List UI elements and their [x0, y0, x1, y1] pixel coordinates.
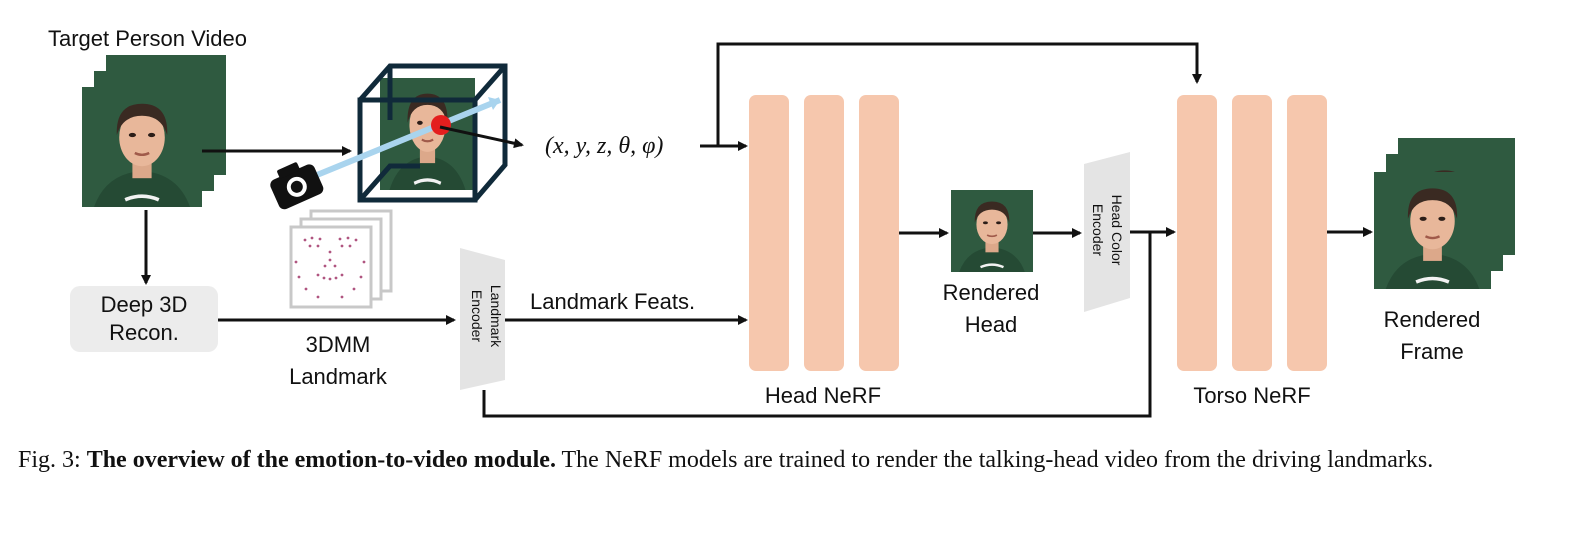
- head-nerf-label: Head NeRF: [765, 383, 881, 408]
- landmark-encoder-label-line1: Landmark: [488, 285, 504, 348]
- caption-title: The overview of the emotion-to-video mod…: [86, 447, 556, 473]
- deep3d-label-line1: Deep 3D: [101, 292, 188, 317]
- 3dmm-label-line1: 3DMM: [306, 332, 371, 357]
- landmark-encoder-label-line2: Encoder: [469, 290, 485, 342]
- rendered-head-label-line1: Rendered: [943, 280, 1040, 305]
- rendered-frame-front: [1372, 170, 1493, 291]
- caption-body: The NeRF models are trained to render th…: [555, 447, 1434, 473]
- rendered-head-label-line2: Head: [965, 312, 1018, 337]
- video-frame-front: [80, 85, 204, 209]
- cube-face-image: [378, 76, 477, 192]
- rendered-frame-label-line2: Frame: [1400, 339, 1464, 364]
- landmark-feats-label: Landmark Feats.: [530, 289, 695, 314]
- head-color-encoder-label-line1: Head Color: [1109, 195, 1125, 266]
- 3dmm-label-line2: Landmark: [289, 364, 388, 389]
- target-video-stack: [80, 53, 228, 209]
- head-color-encoder-label-line2: Encoder: [1090, 204, 1106, 256]
- rendered-frame-label-line1: Rendered: [1384, 307, 1481, 332]
- emotion-to-video-diagram: Target Person Video (x, y, z, θ, φ) Deep…: [48, 26, 1517, 418]
- ray-sampling-cube: [293, 63, 508, 203]
- caption-prefix: Fig. 3:: [18, 447, 87, 473]
- deep-3d-recon-box: [70, 286, 218, 352]
- deep3d-label-line2: Recon.: [109, 320, 179, 345]
- rendered-frame-stack: [1372, 136, 1517, 291]
- target-video-label: Target Person Video: [48, 26, 247, 51]
- head-color-encoder: [1084, 152, 1130, 312]
- landmark-scatter: [289, 209, 393, 309]
- torso-nerf-label: Torso NeRF: [1193, 383, 1310, 408]
- ray-coordinates-label: (x, y, z, θ, φ): [545, 133, 663, 159]
- sample-point: [431, 115, 451, 135]
- landmark-encoder: [460, 248, 505, 390]
- camera-icon: [270, 162, 324, 210]
- head-nerf-blocks: [749, 95, 899, 371]
- torso-nerf-blocks: [1177, 95, 1327, 371]
- figure-caption: Fig. 3: The overview of the emotion-to-v…: [18, 444, 1558, 477]
- rendered-head-image: [949, 188, 1035, 274]
